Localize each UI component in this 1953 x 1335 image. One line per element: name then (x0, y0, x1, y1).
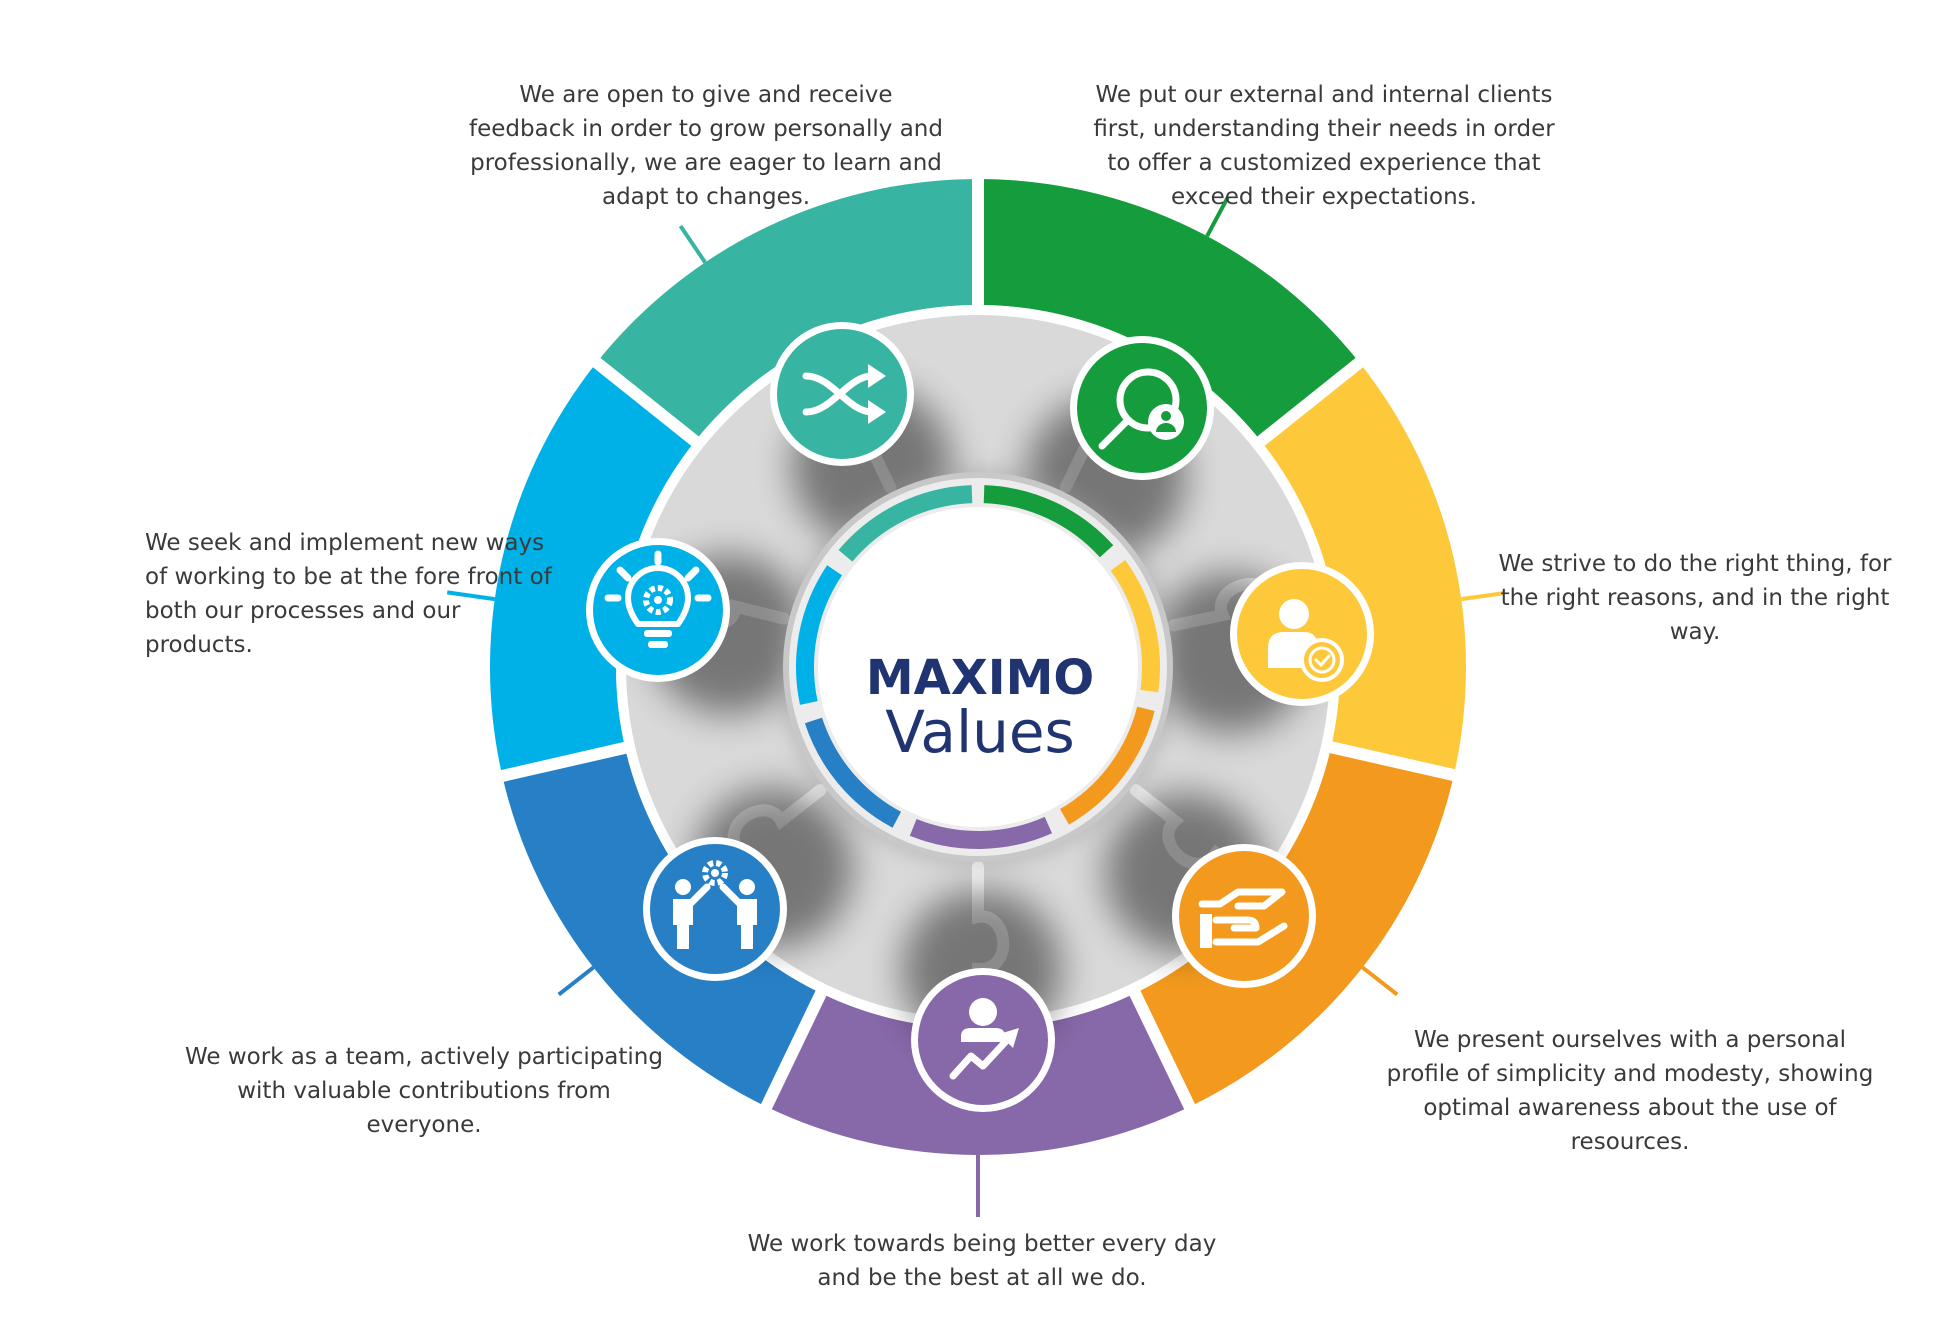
badge-fill-orange (1179, 851, 1309, 981)
outer-ring-segment-green (978, 179, 1360, 442)
ring-gaps (489, 167, 1467, 1121)
connector-lines (446, 196, 1506, 1217)
ring-gap-line (1317, 738, 1467, 784)
center-subtitle: Values (885, 698, 1075, 766)
connector-line-cyan (446, 590, 496, 602)
value-text-integrity: We strive to do the right thing, for the… (1498, 551, 1892, 645)
value-text-clients-first: We put our external and internal clients… (1093, 82, 1555, 210)
value-text-excellence: We work towards being better every day a… (747, 1231, 1217, 1291)
ring-gap-line (1247, 350, 1373, 454)
outer-ring-segment-teal (596, 179, 978, 442)
value-badges (586, 322, 1374, 1112)
inner-arc-green (983, 485, 1114, 558)
badge-fill-blue (650, 844, 780, 974)
hands-care-icon (1172, 844, 1316, 988)
connector-line-blue (557, 965, 595, 997)
value-text-innovation: We seek and implement new ways of workin… (145, 530, 552, 658)
team-gear-icon (643, 837, 787, 981)
ring-gap-line (583, 350, 709, 454)
inner-arc-teal (838, 485, 973, 562)
value-text-feedback: We are open to give and receive feedback… (469, 82, 943, 210)
outer-ring-segment-yellow (1260, 362, 1466, 776)
center-circle (818, 507, 1138, 827)
connector-line-green (1205, 196, 1230, 238)
connector-line-teal (678, 224, 707, 264)
inner-arc-yellow (1110, 560, 1160, 693)
inner-arc-blue (804, 717, 902, 828)
outer-ring-segment-cyan (490, 362, 696, 776)
user-badge-icon (1230, 562, 1374, 706)
ring-gap-line (489, 739, 639, 785)
magnifier-user-icon (1070, 336, 1214, 480)
shuffle-arrows-icon (770, 322, 914, 466)
ring-gap-line (1124, 979, 1201, 1121)
badge-fill-green (1077, 343, 1207, 473)
value-text-teamwork: We work as a team, actively participatin… (184, 1044, 663, 1138)
inner-arc-purple (909, 816, 1053, 849)
inner-arc-orange (1059, 706, 1155, 825)
connector-line-orange (1361, 965, 1399, 997)
inner-arc-cyan (796, 565, 843, 705)
inner-colored-arcs (796, 485, 1160, 849)
ring-gap-line (755, 979, 832, 1121)
lightbulb-gear-icon (586, 538, 730, 682)
value-text-simplicity: We present ourselves with a personal pro… (1386, 1027, 1874, 1155)
inner-grey-ring-edge (783, 472, 1173, 862)
connector-line-yellow (1460, 590, 1506, 602)
center-brand: MAXIMO (866, 650, 1094, 706)
person-growth-icon (911, 968, 1055, 1112)
